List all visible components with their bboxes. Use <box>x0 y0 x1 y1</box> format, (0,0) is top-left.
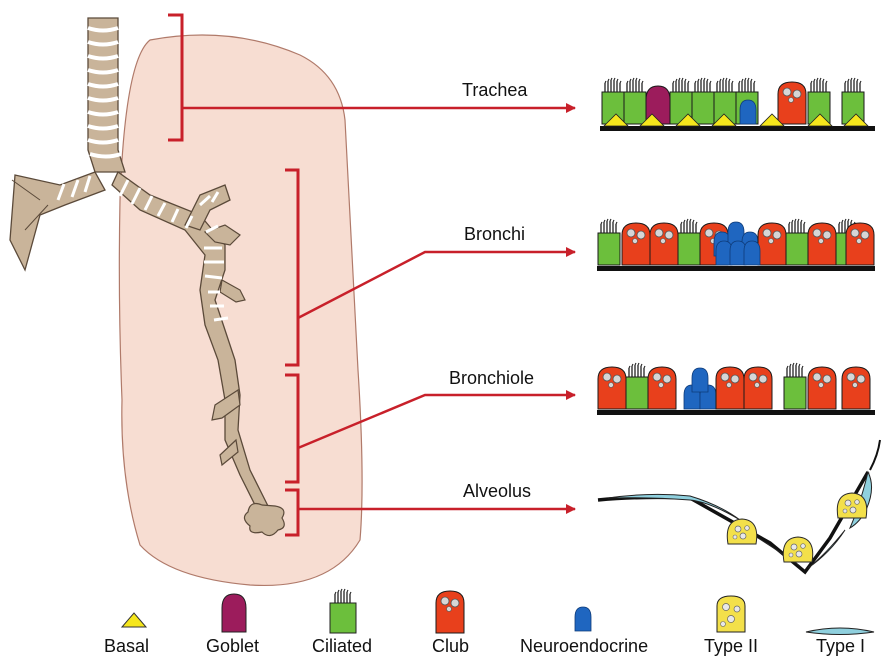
legend: Basal Goblet Ciliated Club Neuroendocrin… <box>104 589 874 656</box>
basal-swatch <box>122 613 146 627</box>
alveolus-label: Alveolus <box>463 481 531 501</box>
club-swatch <box>436 591 464 633</box>
type2-swatch <box>717 596 745 632</box>
type1-swatch <box>806 628 874 635</box>
bronchi-label: Bronchi <box>464 224 525 244</box>
goblet-swatch <box>222 594 246 632</box>
legend-club-label: Club <box>432 636 469 656</box>
alveolus-epithelium <box>598 440 880 572</box>
legend-basal-label: Basal <box>104 636 149 656</box>
bronchiole-label: Bronchiole <box>449 368 534 388</box>
neuroendocrine-swatch <box>575 607 591 631</box>
lung-lobe <box>119 35 362 585</box>
trachea-label: Trachea <box>462 80 528 100</box>
legend-goblet-label: Goblet <box>206 636 259 656</box>
legend-type1-label: Type I <box>816 636 865 656</box>
legend-type2-label: Type II <box>704 636 758 656</box>
legend-ciliated-label: Ciliated <box>312 636 372 656</box>
bronchiole-epithelium <box>597 363 875 415</box>
legend-neuroendocrine-label: Neuroendocrine <box>520 636 648 656</box>
trachea-epithelium <box>600 78 875 131</box>
ciliated-swatch <box>330 589 356 633</box>
bronchi-epithelium <box>597 219 875 271</box>
